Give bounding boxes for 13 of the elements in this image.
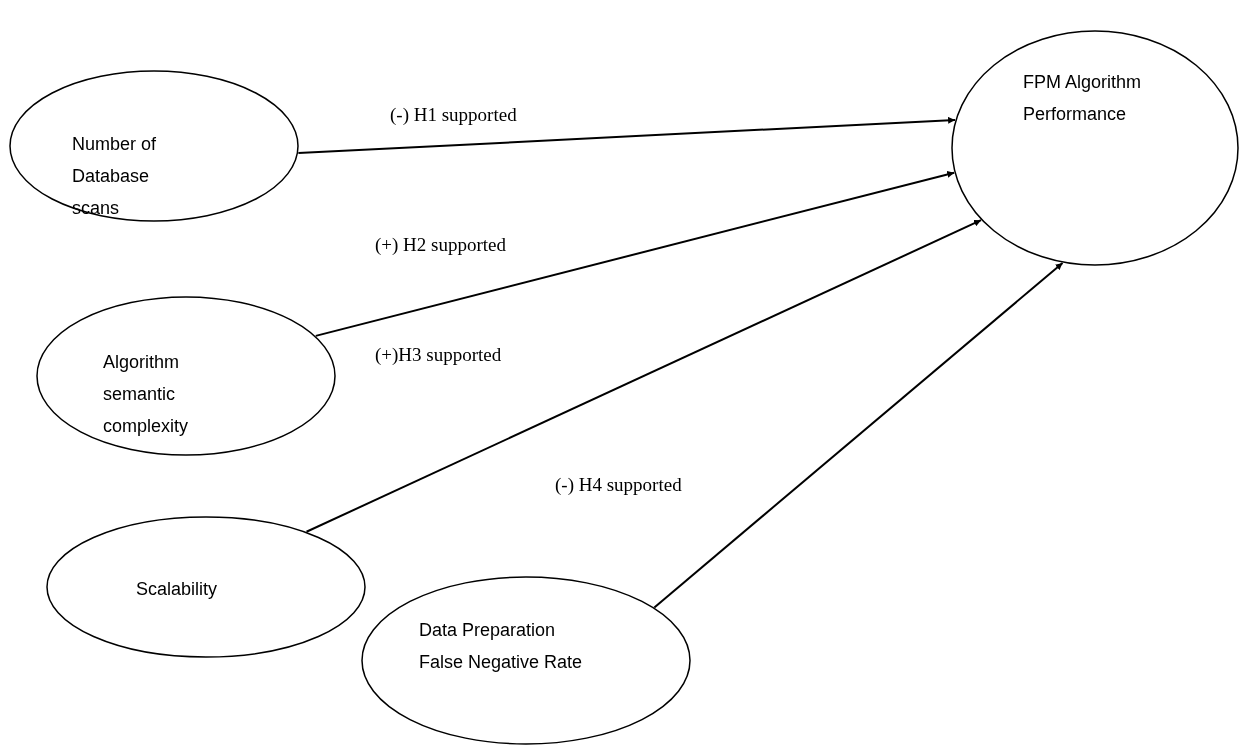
arrow	[297, 116, 957, 154]
arrow	[305, 219, 983, 533]
edge-label: (+)H3 supported	[375, 344, 502, 366]
edge-label: (-) H1 supported	[390, 104, 517, 126]
construct-label: Scalability	[136, 578, 219, 601]
construct-label: FPM Algorithm Performance	[1023, 71, 1143, 126]
arrow	[314, 171, 956, 337]
construct-label: Data Preparation False Negative Rate	[419, 619, 584, 674]
construct-label: Number of Database scans	[72, 133, 158, 220]
arrow	[653, 261, 1064, 609]
construct-label: Algorithm semantic complexity	[103, 351, 190, 438]
edge-label: (-) H4 supported	[555, 474, 682, 496]
edge-label: (+) H2 supported	[375, 234, 507, 256]
